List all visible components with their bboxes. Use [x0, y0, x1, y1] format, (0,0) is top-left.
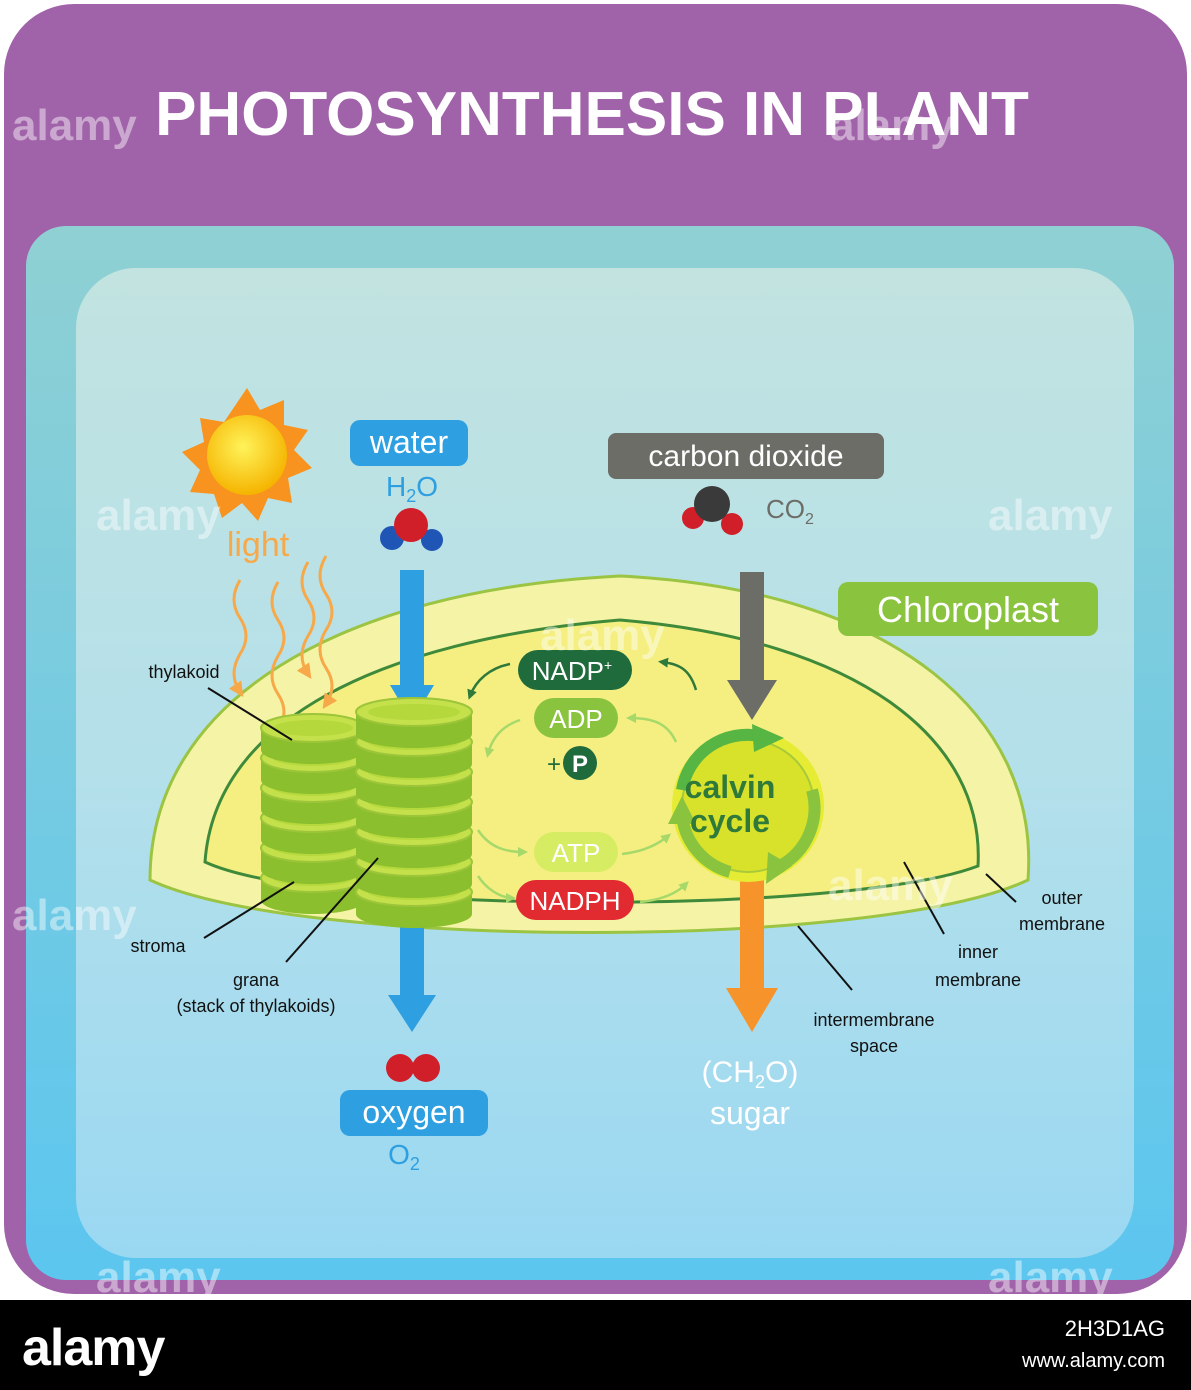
thylakoid-disc: [261, 796, 365, 824]
thylakoid-disc: [261, 886, 365, 914]
water-molecule-icon: [380, 508, 443, 551]
nadph-badge: NADPH: [516, 880, 634, 920]
phosphate-label: P: [572, 751, 588, 778]
watermark-text: alamy: [540, 611, 665, 660]
co2-molecule-icon: [682, 486, 743, 535]
thylakoid-disc: [356, 780, 472, 808]
adp-label: ADP: [549, 704, 602, 734]
watermark-text: alamy: [830, 101, 955, 150]
thylakoid-disc: [368, 704, 460, 720]
grana-stack-right: [355, 697, 473, 928]
co2-formula: CO2: [766, 494, 814, 528]
watermark-logo: alamy: [22, 1319, 165, 1377]
thylakoid-disc: [356, 840, 472, 868]
thylakoid-disc: [356, 870, 472, 898]
oxygen-badge: oxygen: [340, 1090, 488, 1136]
watermark-text: alamy: [96, 491, 221, 540]
light-rays: [228, 555, 338, 735]
cycle-arrows: [467, 657, 698, 904]
grana-stack-left: [260, 713, 366, 914]
calvin-label-line2: cycle: [690, 803, 770, 839]
thylakoid-disc: [356, 900, 472, 928]
watermark-footer: alamy 2H3D1AG www.alamy.com: [0, 1300, 1191, 1390]
thylakoid-disc: [356, 810, 472, 838]
grana-label-line1: grana: [233, 970, 280, 990]
co2-arrow: [727, 572, 777, 720]
water-label: water: [369, 424, 449, 460]
h2o-formula: H2O: [386, 471, 438, 506]
pointer-lines: [203, 687, 1017, 991]
light-label: light: [227, 526, 290, 564]
nadp-label: NADP+: [532, 656, 612, 686]
sugar-formula: (CH2O): [702, 1056, 799, 1092]
sun-icon: [182, 388, 312, 521]
atp-label: ATP: [552, 838, 601, 868]
carbon-dioxide-badge: carbon dioxide: [608, 433, 884, 479]
intermembrane-label-line1: intermembrane: [813, 1010, 934, 1030]
thylakoid-label: thylakoid: [148, 662, 219, 682]
sugar-arrow: [726, 870, 778, 1032]
thylakoid-disc: [261, 826, 365, 854]
chloroplast-badge: Chloroplast: [838, 582, 1098, 636]
watermark-overlay: alamy alamy alamy alamy alamy alamy alam…: [12, 101, 1113, 1302]
watermark-site: www.alamy.com: [1022, 1350, 1165, 1372]
outer-membrane-label-line1: outer: [1041, 888, 1082, 908]
thylakoid-disc: [273, 720, 353, 736]
phosphate-badge: P: [563, 746, 597, 780]
watermark-text: alamy: [988, 491, 1113, 540]
nadp-badge: NADP+: [518, 650, 632, 690]
carbon-dioxide-label: carbon dioxide: [648, 440, 843, 473]
thylakoid-disc: [261, 736, 365, 764]
thylakoid-disc: [356, 720, 472, 748]
watermark-text: alamy: [12, 101, 137, 150]
inner-membrane-label-line1: inner: [958, 942, 998, 962]
water-badge: water: [350, 420, 468, 466]
watermark-text: alamy: [828, 861, 953, 910]
o2-formula: O2: [388, 1139, 420, 1174]
outer-membrane-label-line2: membrane: [1019, 914, 1105, 934]
grana-label-line2: (stack of thylakoids): [176, 996, 335, 1016]
stroma-label: stroma: [130, 936, 186, 956]
thylakoid-disc: [261, 856, 365, 884]
atp-badge: ATP: [534, 832, 618, 872]
calvin-cycle-icon: calvin cycle: [668, 724, 824, 884]
nadph-label: NADPH: [529, 886, 620, 916]
chloroplast-label: Chloroplast: [877, 589, 1059, 630]
sugar-label: sugar: [710, 1095, 790, 1131]
plus-sign: +: [547, 751, 561, 778]
watermark-text: alamy: [96, 1253, 221, 1302]
watermark-text: alamy: [12, 891, 137, 940]
watermark-image-id: 2H3D1AG: [1064, 1316, 1165, 1341]
calvin-label-line1: calvin: [685, 769, 776, 805]
thylakoid-disc: [356, 750, 472, 778]
thylakoid-disc: [261, 766, 365, 794]
intermembrane-label-line2: space: [850, 1036, 898, 1056]
watermark-text: alamy: [988, 1253, 1113, 1302]
oxygen-molecule-icon: [386, 1054, 440, 1082]
adp-badge: ADP: [534, 698, 618, 738]
inner-membrane-label-line2: membrane: [935, 970, 1021, 990]
page-title: PHOTOSYNTHESIS IN PLANT: [155, 80, 1029, 149]
oxygen-label: oxygen: [362, 1094, 465, 1130]
